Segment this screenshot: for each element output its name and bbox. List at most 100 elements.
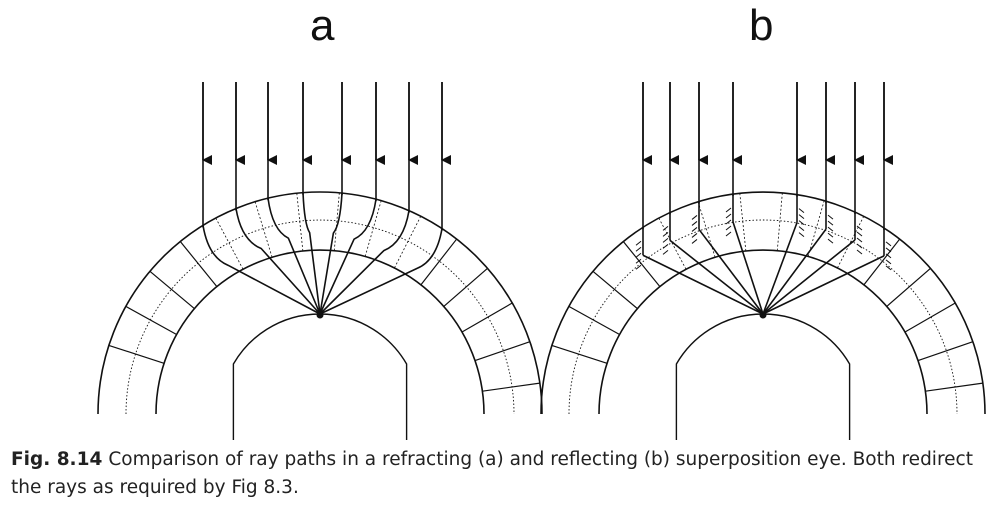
panel-b-facet-boundary	[904, 302, 956, 333]
panel-a-refracted-ray	[235, 208, 321, 315]
panel-a-retina	[232, 313, 408, 440]
panel-b-mirror-hatch	[635, 240, 642, 246]
panel-b-mirror-hatch	[635, 252, 642, 258]
panel-b-facet-boundary	[807, 200, 825, 257]
panel-b-facet-boundary	[697, 201, 716, 258]
panel-b-reflected-ray	[698, 228, 764, 315]
panel-b-mirror-hatch	[856, 249, 863, 255]
panel-b-mirror-hatch	[856, 243, 863, 249]
panel-b-mirror-hatch	[635, 246, 642, 252]
panel-b-mirror-hatch	[691, 227, 698, 232]
panel-b-reflected-ray	[762, 222, 798, 315]
panel-a-facet-boundary	[254, 201, 273, 258]
figure-number: Fig. 8.14	[11, 449, 103, 470]
panel-b-facet-boundary	[622, 241, 661, 287]
panel-b-mirror-hatch	[856, 225, 863, 231]
panel-a-facet-boundary	[482, 382, 540, 392]
panel-b-mirror-hatch	[885, 247, 892, 253]
panel-b-facet-boundary	[568, 305, 620, 336]
panel-b-mirror-hatch	[827, 232, 834, 238]
panel-b-mirror-hatch	[691, 215, 698, 220]
panel-b-mirror-hatch	[635, 264, 642, 270]
panel-b-mirror-hatch	[662, 250, 669, 255]
panel-a-refracted-ray	[302, 192, 321, 315]
panel-b-facet-boundary	[551, 344, 608, 364]
panel-b-mirror-hatch	[725, 219, 732, 225]
panel-b-inner-surface	[598, 249, 928, 415]
panel-a-refracted-ray	[267, 198, 321, 315]
panel-b-reflected-ray	[762, 228, 827, 315]
panel-b-facet-boundary	[886, 267, 931, 307]
panel-b-mirror-hatch	[725, 213, 732, 219]
panel-a-facet-boundary	[179, 241, 218, 287]
panel-b-facet-boundary	[776, 192, 783, 251]
panel-b-outer-surface	[540, 191, 986, 415]
panel-b-facet-boundary	[863, 238, 901, 286]
panel-a-diagram	[97, 82, 543, 440]
panel-b-mirror-hatch	[856, 237, 863, 243]
panel-b-mirror-hatch	[827, 226, 834, 232]
panel-a-facet-boundary	[333, 192, 340, 251]
panel-b-mirror-hatch	[725, 225, 732, 231]
panel-b-mirror-hatch	[691, 233, 698, 238]
panel-a-facet-boundary	[149, 270, 195, 310]
panel-b-facet-boundary	[658, 217, 687, 270]
panel-b-facet-boundary	[917, 341, 974, 362]
panel-b-mirror-hatch	[662, 238, 669, 243]
panel-b-mirror-hatch	[885, 265, 892, 271]
panel-b-cornea-line	[568, 219, 958, 415]
panel-b-mirror-hatch	[798, 220, 805, 226]
panel-b-mirror-hatch	[827, 238, 834, 244]
panel-b-mirror-hatch	[691, 221, 698, 226]
panel-a-facet-boundary	[296, 193, 304, 251]
panel-a-facet-boundary	[474, 341, 531, 362]
panel-b-diagram	[540, 82, 986, 440]
panel-a-outer-surface	[97, 191, 543, 415]
panel-b-mirror-hatch	[725, 231, 732, 237]
panel-b-facet-boundary	[592, 270, 638, 310]
panel-b-reflected-ray	[669, 239, 764, 315]
panel-b-mirror-hatch	[691, 239, 698, 244]
panel-b-mirror-hatch	[635, 258, 642, 264]
panel-b-mirror-hatch	[798, 208, 805, 214]
panel-b-mirror-hatch	[827, 214, 834, 220]
panel-a-facet-boundary	[420, 238, 458, 286]
panel-a-refracted-ray	[319, 199, 377, 315]
panel-a-facet-boundary	[461, 302, 513, 333]
panel-b-mirror-hatch	[798, 226, 805, 232]
caption-text: Comparison of ray paths in a refracting …	[11, 449, 973, 498]
panel-a-refracted-ray	[202, 225, 321, 315]
panel-a-facet-boundary	[125, 305, 177, 336]
panel-a-facet-boundary	[394, 216, 422, 269]
panel-b-reflected-ray	[762, 255, 885, 315]
panel-b-mirror-hatch	[662, 232, 669, 237]
panel-label-a: a	[310, 1, 335, 50]
panel-a-facet-boundary	[215, 217, 244, 270]
panel-b-facet-boundary	[837, 216, 865, 269]
panel-b-reflected-ray	[642, 254, 764, 315]
panel-a-refracted-ray	[319, 228, 443, 315]
panel-b-reflected-ray	[732, 221, 764, 315]
panel-b-facet-boundary	[739, 193, 747, 251]
panel-b-mirror-hatch	[662, 226, 669, 231]
panel-b-mirror-hatch	[798, 214, 805, 220]
panel-b-reflected-ray	[762, 239, 856, 315]
panel-b-mirror-hatch	[856, 231, 863, 237]
panel-a-facet-boundary	[108, 344, 165, 364]
figure-diagram	[97, 82, 986, 440]
panel-a-cornea-line	[125, 219, 515, 415]
panel-b-mirror-hatch	[662, 244, 669, 249]
panel-b-mirror-hatch	[798, 232, 805, 238]
panel-b-mirror-hatch	[725, 207, 732, 213]
panel-a-refracted-ray	[319, 210, 410, 315]
panel-a-facet-boundary	[443, 267, 488, 307]
panel-b-mirror-hatch	[885, 241, 892, 247]
panel-b-facet-boundary	[925, 382, 983, 392]
panel-a-inner-surface	[155, 249, 485, 415]
panel-label-b: b	[749, 1, 774, 50]
panel-b-mirror-hatch	[885, 259, 892, 265]
panel-b-mirror-hatch	[885, 253, 892, 259]
panel-a-facet-boundary	[364, 200, 382, 257]
panel-b-mirror-hatch	[827, 220, 834, 226]
